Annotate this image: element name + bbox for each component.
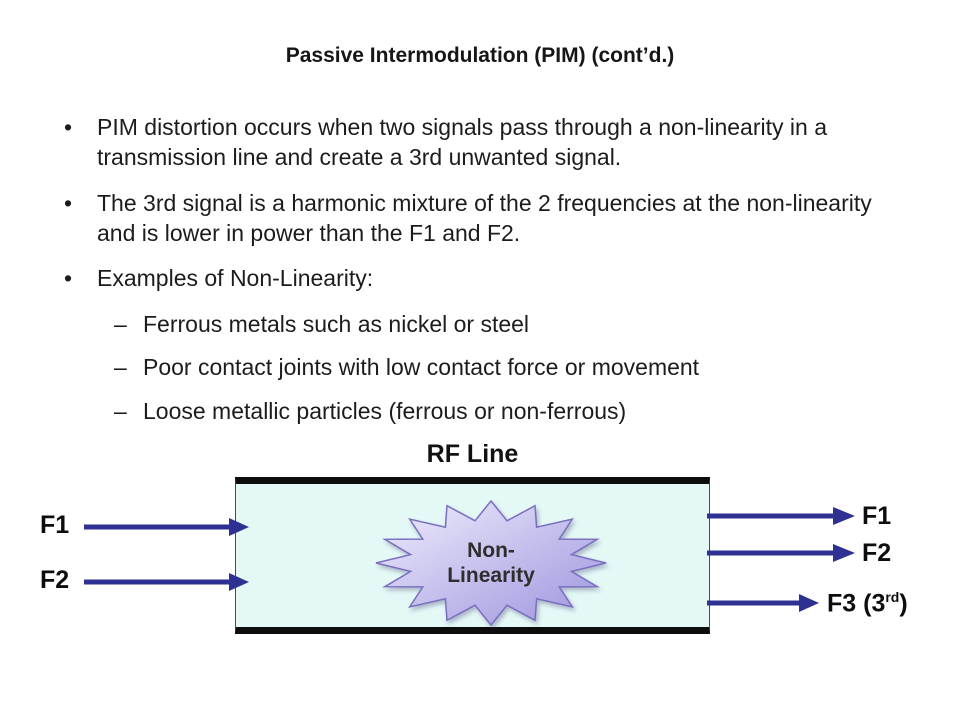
dash-marker: – <box>114 397 127 424</box>
input-f1-label: F1 <box>40 511 70 539</box>
bullet-marker: • <box>64 265 73 292</box>
rf-line-label: RF Line <box>426 440 519 468</box>
star-label-line1: Non- <box>467 538 515 562</box>
bullet-item: • The 3rd signal is a harmonic mixture o… <box>64 188 888 249</box>
bullet-text: The 3rd signal is a harmonic mixture of … <box>97 189 872 247</box>
bullet-marker: • <box>64 189 73 216</box>
bullet-text: Examples of Non-Linearity: <box>97 265 374 292</box>
sub-bullet-text: Loose metallic particles (ferrous or non… <box>143 397 627 424</box>
dash-marker: – <box>114 310 127 337</box>
star-label: Non- Linearity <box>447 538 535 588</box>
f1-output-arrow-icon <box>707 507 855 525</box>
output-f2-label: F2 <box>862 539 892 567</box>
bullet-marker: • <box>64 114 73 140</box>
sub-bullet-text: Ferrous metals such as nickel or steel <box>143 310 530 337</box>
sub-bullet-text: Poor contact joints with low contact for… <box>143 354 700 381</box>
f3-output-arrow-icon <box>707 594 819 612</box>
sub-bullet-item: – Loose metallic particles (ferrous or n… <box>114 396 884 426</box>
input-f2-label: F2 <box>40 566 70 594</box>
output-f3-sup: rd <box>885 589 900 605</box>
f2-output-arrow-icon <box>707 544 855 562</box>
sub-bullet-item: – Poor contact joints with low contact f… <box>114 352 884 382</box>
dash-marker: – <box>114 354 127 381</box>
output-f3-label: F3 (3rd) <box>827 589 908 618</box>
starburst-icon <box>375 499 607 627</box>
bullet-list: • PIM distortion occurs when two signals… <box>64 112 888 426</box>
f2-input-arrow-icon <box>84 573 249 591</box>
nonlinearity-star: Non- Linearity <box>371 497 611 629</box>
f1-input-arrow-icon <box>84 518 249 536</box>
star-label-line2: Linearity <box>447 564 535 587</box>
slide-title: Passive Intermodulation (PIM) (cont’d.) <box>285 44 675 67</box>
sub-bullet-item: – Ferrous metals such as nickel or steel <box>114 309 884 339</box>
bullet-item: • PIM distortion occurs when two signals… <box>64 112 888 173</box>
output-f1-label: F1 <box>862 502 892 530</box>
bullet-item: • Examples of Non-Linearity: <box>64 263 888 293</box>
bullet-text: PIM distortion occurs when two signals p… <box>97 114 827 171</box>
output-f3-close: ) <box>899 589 908 618</box>
output-f3-main: F3 (3 <box>827 589 886 618</box>
